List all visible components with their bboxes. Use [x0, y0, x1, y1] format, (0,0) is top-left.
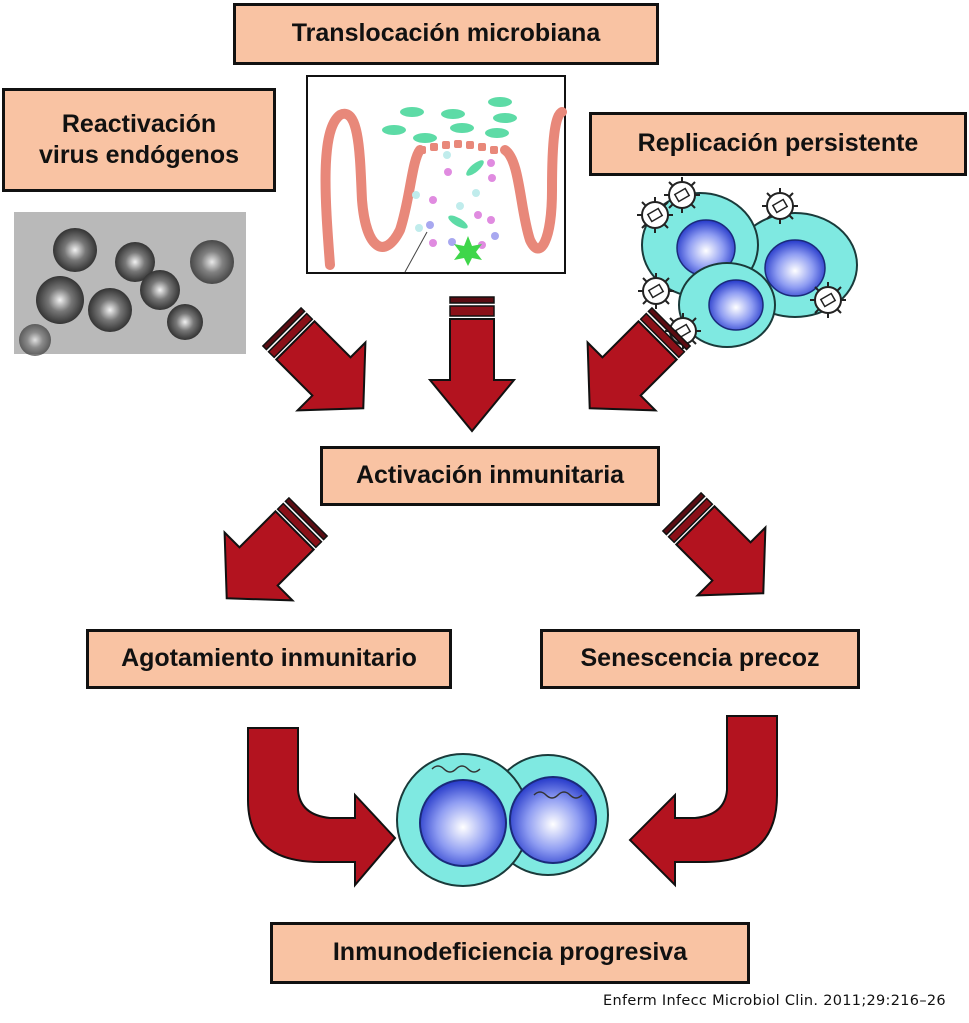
box-inmunodeficiencia-progresiva: Inmunodeficiencia progresiva: [270, 922, 750, 984]
box-label-line1: Reactivación: [61, 109, 217, 138]
box-label: Agotamiento inmunitario: [121, 644, 417, 673]
senescent-cells-illustration: [396, 753, 609, 887]
arrow-agotamiento-to-cells: [247, 727, 397, 888]
arrow-activacion-to-agotamiento: [223, 496, 329, 602]
arrow-replicacion-to-activacion: [586, 306, 692, 412]
dna-icon: [533, 791, 583, 799]
box-label: Inmunodeficiencia progresiva: [332, 938, 688, 967]
box-label: Senescencia precoz: [580, 644, 820, 673]
virus-micrograph: [14, 212, 246, 356]
box-label-line2: virus endógenos: [38, 141, 240, 169]
arrow-senescencia-to-cells: [628, 715, 778, 888]
box-activacion-inmunitaria: Activación inmunitaria: [320, 446, 660, 506]
intestinal-mucosa-illustration: [306, 75, 567, 274]
box-label: Translocación microbiana: [291, 19, 601, 48]
arrow-translocacion-to-activacion: [427, 296, 517, 433]
box-translocacion-microbiana: Translocación microbiana: [233, 3, 659, 65]
box-label: Activación inmunitaria: [355, 461, 625, 490]
dna-icon: [431, 765, 481, 773]
citation: Enferm Infecc Microbiol Clin. 2011;29:21…: [603, 993, 946, 1009]
infected-cells-illustration: [636, 176, 858, 350]
arrow-activacion-to-senescencia: [661, 491, 767, 597]
box-agotamiento-inmunitario: Agotamiento inmunitario: [86, 629, 452, 689]
box-label: Replicación persistente: [637, 129, 919, 158]
box-replicacion-persistente: Replicación persistente: [589, 112, 967, 176]
box-reactivacion-virus-endogenos: Reactivación virus endógenos: [2, 88, 276, 192]
box-senescencia-precoz: Senescencia precoz: [540, 629, 860, 689]
arrow-reactivacion-to-activacion: [261, 306, 367, 412]
